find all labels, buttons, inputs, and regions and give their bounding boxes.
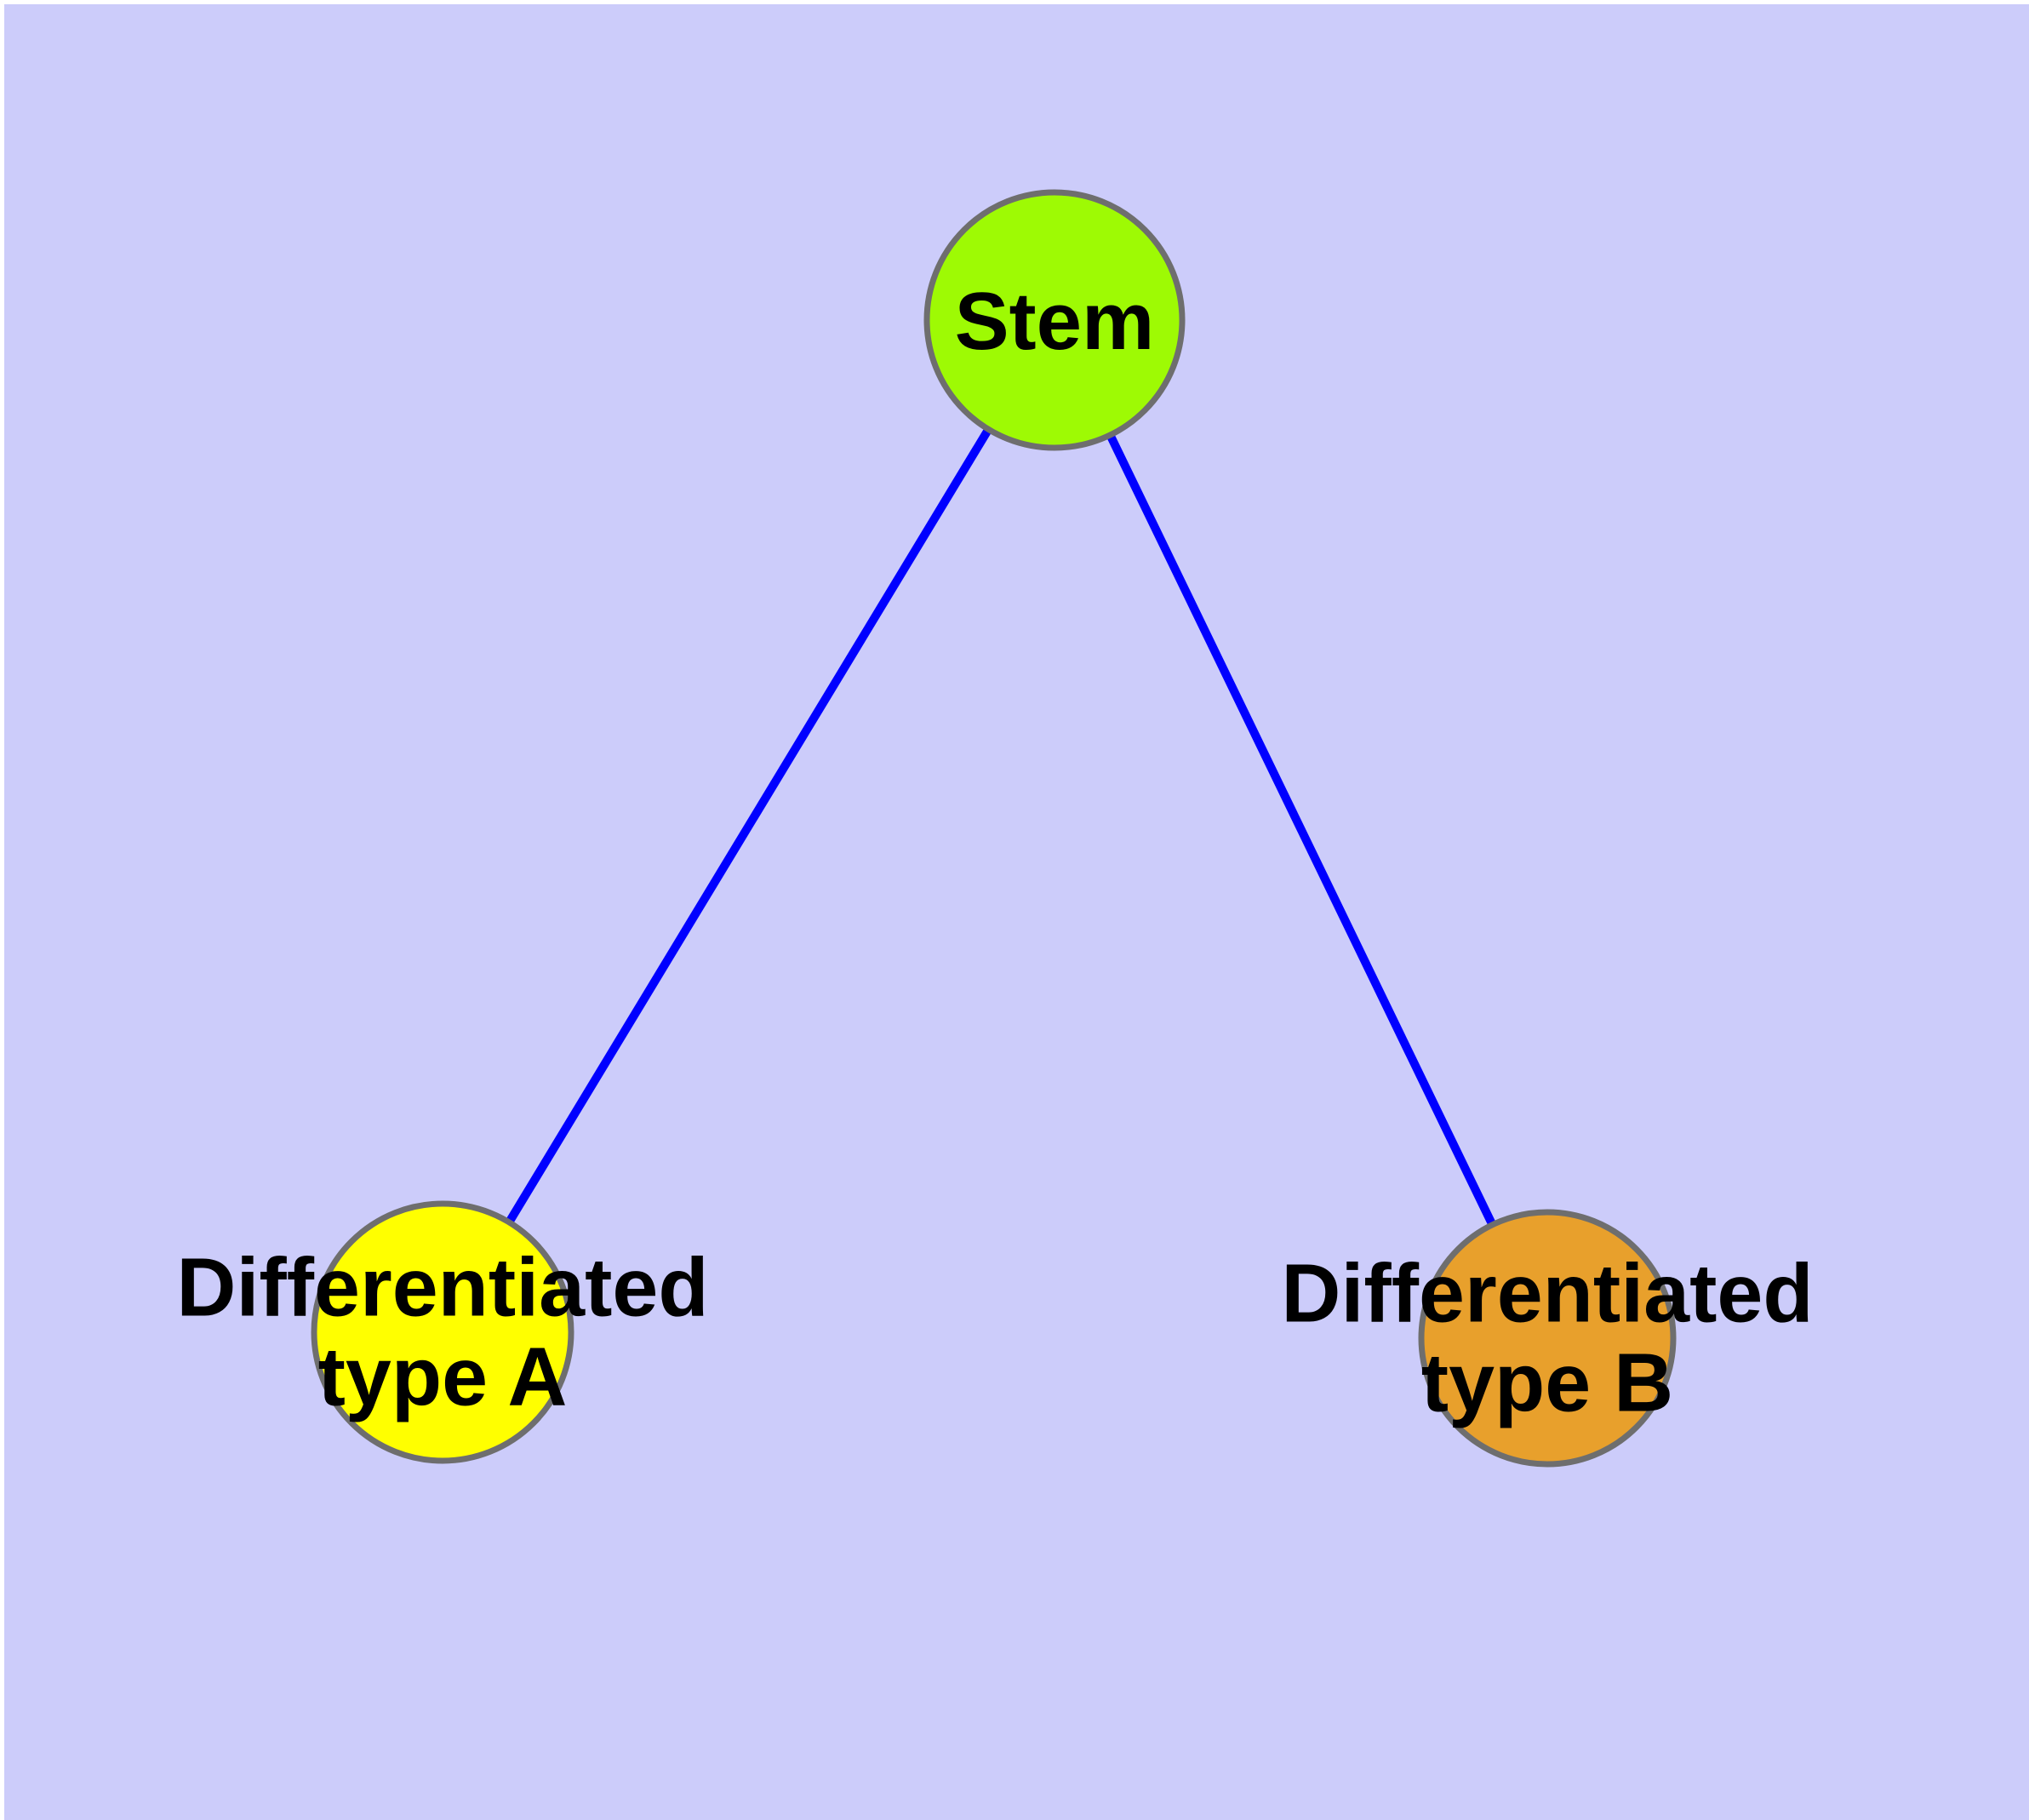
- edge-stem-to-diff-b[interactable]: [1050, 318, 1552, 1341]
- node-layer: [311, 189, 1677, 1468]
- edge-layer: [438, 318, 1552, 1341]
- node-stem-circle[interactable]: [923, 189, 1186, 451]
- node-diff-a-circle[interactable]: [311, 1200, 574, 1464]
- edge-stem-to-diff-a[interactable]: [438, 318, 1059, 1335]
- node-diff-b-circle[interactable]: [1418, 1209, 1677, 1468]
